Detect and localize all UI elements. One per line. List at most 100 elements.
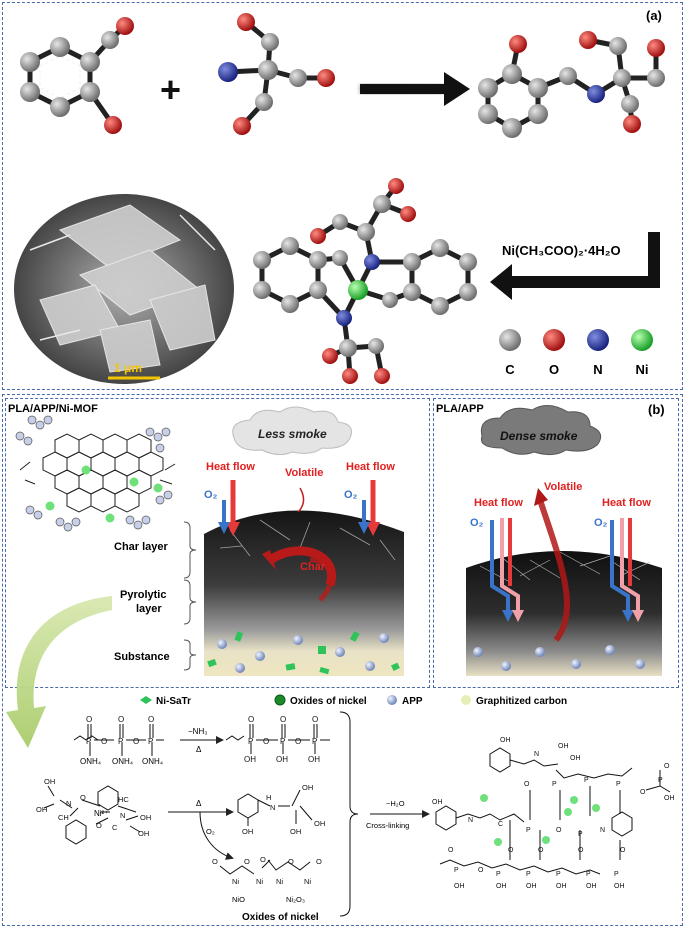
atom-legend-o-sphere (543, 329, 565, 351)
svg-text:OH: OH (526, 883, 537, 890)
svg-text:OH: OH (500, 737, 511, 744)
legend-label-0: Ni-SaTr (156, 696, 191, 707)
heat-flow-right-label-2: Heat flow (602, 497, 651, 509)
svg-text:Ni: Ni (232, 877, 239, 886)
legend-marker-1 (274, 694, 286, 706)
heat-flow-arrows-right (490, 518, 644, 622)
layer-brackets (183, 521, 197, 671)
svg-text:O: O (640, 789, 646, 796)
svg-text:OH: OH (302, 783, 313, 792)
atom-legend-o-label: O (549, 362, 559, 377)
crosslinked-network (435, 747, 671, 875)
svg-text:P: P (526, 827, 531, 834)
delta-label: Δ (196, 799, 202, 808)
svg-text:N: N (66, 799, 71, 808)
o2-right-label-2: O₂ (594, 517, 608, 529)
ni-center-label: Ni²⁺ (94, 809, 108, 818)
svg-text:Ni: Ni (304, 877, 311, 886)
scale-bar-label: 1 μm (114, 361, 142, 375)
green-curved-arrow (6, 596, 112, 748)
heat-flow-right-label-1: Heat flow (474, 497, 523, 509)
o2-scheme-label: O₂ (206, 827, 215, 836)
fragment-structure (237, 789, 313, 826)
volatile-right-label: Volatile (544, 481, 582, 493)
o2-left-label-2: O₂ (344, 489, 358, 501)
oxidation-arrow (199, 811, 234, 860)
o2-left-label-1: O₂ (204, 489, 218, 501)
svg-text:N: N (120, 811, 125, 820)
panel-b-left-title: PLA/APP/Ni-MOF (8, 403, 98, 415)
nh4-1: ONH₄ (80, 757, 101, 766)
atom-legend-c-sphere (499, 329, 521, 351)
svg-text:O: O (212, 857, 218, 866)
svg-text:OH: OH (556, 883, 567, 890)
particles-left (207, 631, 400, 675)
crosslink-bottom: Cross-linking (366, 821, 409, 830)
cloud-less-smoke-label: Less smoke (258, 427, 327, 441)
svg-text:O: O (448, 847, 454, 854)
cloud-less-smoke (232, 406, 352, 456)
svg-text:O: O (260, 855, 266, 864)
layer-pyrolytic-label-2: layer (136, 603, 162, 615)
ni2o3-label: Ni₂O₃ (286, 895, 305, 904)
svg-text:OH: OH (432, 799, 443, 806)
svg-text:P: P (614, 871, 619, 878)
svg-text:O: O (86, 715, 92, 724)
scheme-brace (339, 711, 359, 917)
oxides-caption: Oxides of nickel (242, 912, 319, 923)
particle-legend: Ni-SaTr Oxides of nickel APP Graphitized ca… (140, 694, 567, 707)
char-block-left (204, 510, 404, 676)
cloud-dense-smoke (480, 405, 602, 456)
svg-text:N: N (468, 817, 473, 824)
svg-text:O: O (295, 737, 301, 746)
svg-text:O: O (288, 857, 294, 866)
svg-text:H: H (266, 793, 271, 802)
svg-text:O: O (478, 867, 484, 874)
atom-legend-ni-label: Ni (636, 362, 649, 377)
svg-text:OH: OH (454, 883, 465, 890)
svg-text:OH: OH (586, 883, 597, 890)
svg-text:O: O (316, 857, 322, 866)
nio-label: NiO (232, 895, 245, 904)
svg-text:OH: OH (244, 755, 256, 764)
svg-text:OH: OH (276, 755, 288, 764)
reagent-label: Ni(CH₃COO)₂·4H₂O (502, 243, 621, 258)
svg-text:Ni: Ni (256, 877, 263, 886)
cloud-dense-smoke-label: Dense smoke (500, 429, 578, 443)
char-block-right (466, 488, 662, 676)
atom-legend-n-sphere (587, 329, 609, 351)
graphitized-carbon-structure (15, 415, 176, 532)
svg-text:O: O (280, 715, 286, 724)
layer-char-label: Char layer (114, 541, 169, 553)
svg-text:O: O (80, 793, 86, 802)
app-cond-bottom: Δ (196, 745, 202, 754)
molecule-ni-complex (253, 178, 477, 384)
svg-text:C: C (498, 821, 503, 828)
legend-marker-3 (461, 695, 471, 705)
reagent-arrow (490, 232, 660, 300)
legend-label-1: Oxides of nickel (290, 696, 367, 707)
svg-text:P: P (86, 737, 91, 746)
plus-sign: + (160, 69, 181, 110)
svg-text:P: P (148, 737, 153, 746)
legend-label-3: Graphitized carbon (476, 696, 567, 707)
svg-text:O: O (508, 847, 514, 854)
volatile-left-label: Volatile (285, 467, 323, 479)
svg-text:O: O (556, 827, 562, 834)
legend-label-2: APP (402, 696, 423, 707)
svg-text:N: N (600, 827, 605, 834)
panel-a-label: (a) (646, 8, 662, 23)
svg-text:P: P (454, 867, 459, 874)
svg-text:O: O (133, 737, 139, 746)
reaction-arrow (360, 72, 470, 106)
svg-text:C: C (112, 823, 118, 832)
svg-text:OH: OH (614, 883, 625, 890)
svg-text:P: P (578, 831, 583, 838)
molecule-salicylaldehyde (20, 17, 134, 134)
panel-b-right-title: PLA/APP (436, 403, 484, 415)
svg-text:P: P (586, 871, 591, 878)
svg-text:OH: OH (140, 813, 151, 822)
